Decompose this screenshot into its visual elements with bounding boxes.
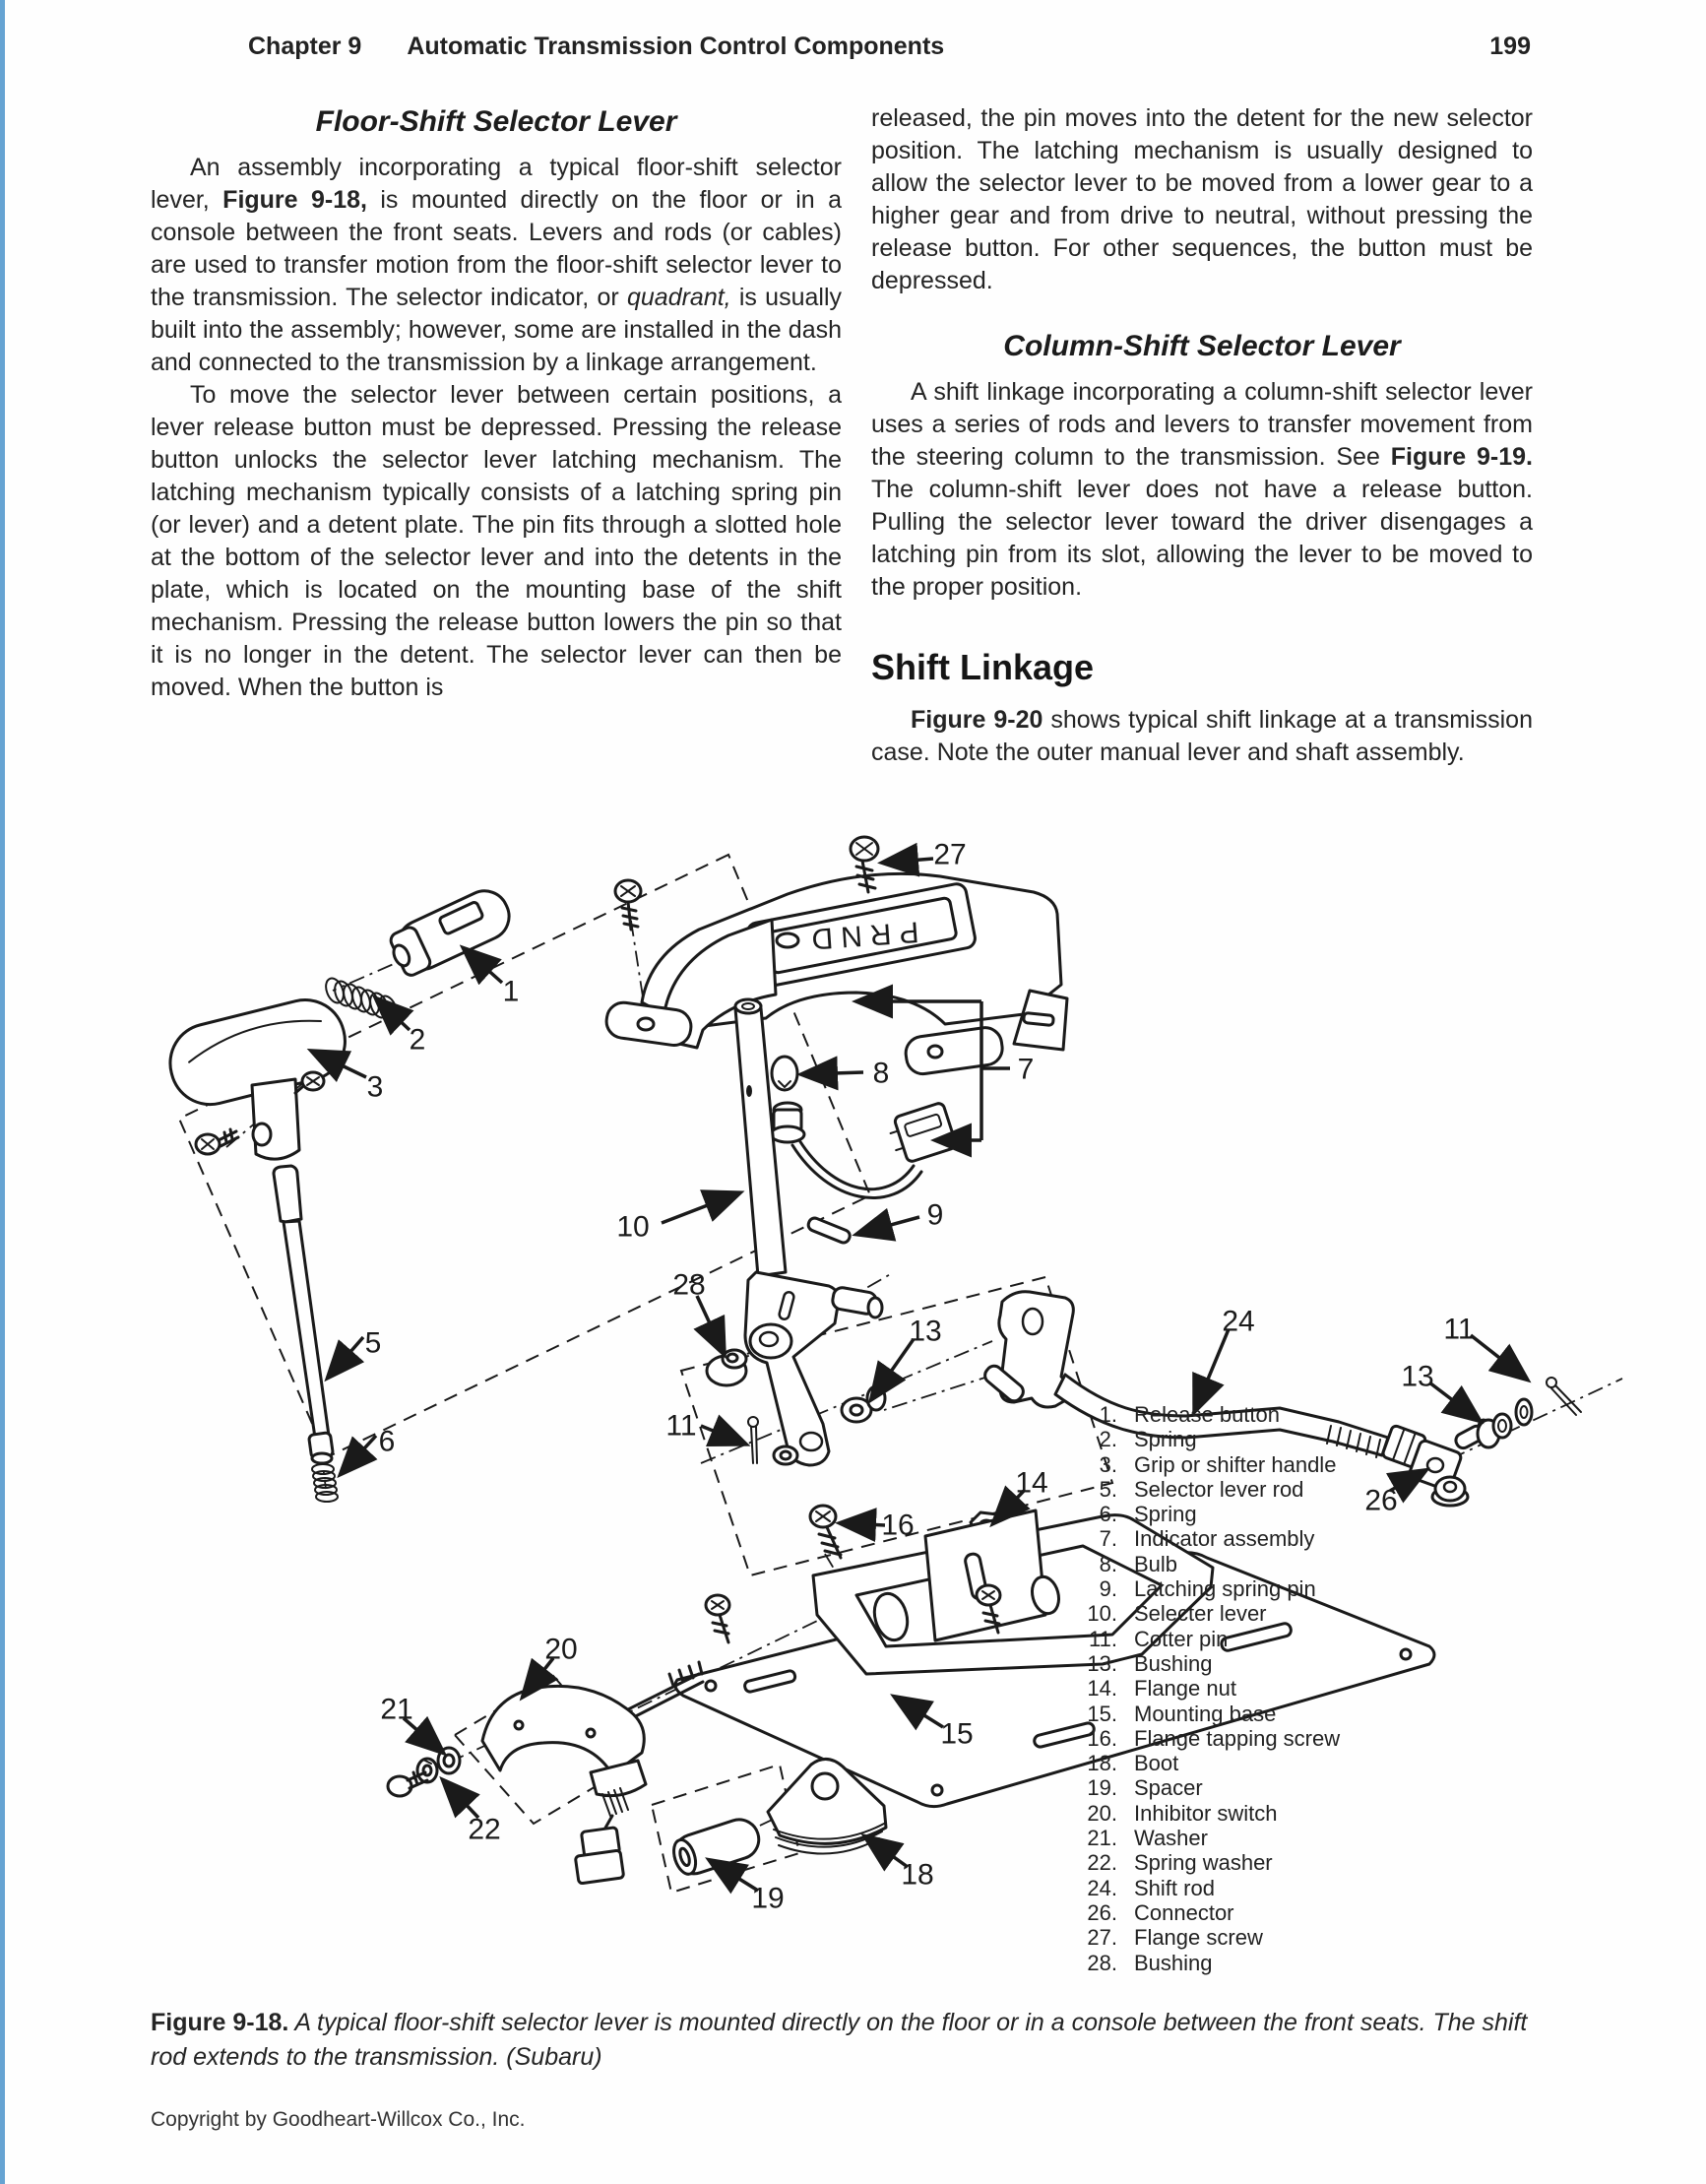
callout-11-right: 11 [1443,1314,1474,1346]
callout-arrows [306,842,1532,1895]
legend-item: 26.Connector [1087,1899,1234,1925]
grip-handle [168,997,347,1161]
callout-28: 28 [672,1269,705,1302]
callout-19: 19 [751,1883,784,1915]
latching-spring-pin [806,1216,852,1245]
callout-9: 9 [927,1199,944,1232]
cover-screw-icon [613,878,643,931]
legend-item: 24.Shift rod [1087,1875,1215,1900]
callout-10: 10 [616,1211,649,1244]
legend-item: 13.Bushing [1087,1650,1213,1676]
legend-item: 8.Bulb [1099,1551,1178,1576]
section-heading-column-shift: Column-Shift Selector Lever [1003,330,1401,362]
figure-caption: Figure 9-18. A typical floor-shift selec… [151,2009,1528,2071]
switch-bolt-icon [386,1770,429,1798]
selector-lever [733,997,841,1467]
legend-item: 9.Latching spring pin [1099,1576,1316,1602]
callout-numbers: 27 1 2 3 8 7 10 9 28 5 6 13 24 11 11 13 … [365,839,1475,1915]
legend-item: 1.Release button [1099,1402,1280,1427]
legend-item: 5.Selector lever rod [1099,1476,1304,1502]
lever-pivot-stub [831,1286,887,1424]
tapping-screw-16 [808,1504,843,1560]
callout-5: 5 [365,1327,382,1360]
bulb [770,1055,799,1092]
legend-item: 6.Spring [1099,1502,1197,1527]
release-button [389,889,511,977]
section-heading-shift-linkage: Shift Linkage [871,647,1095,687]
callout-21: 21 [380,1694,412,1726]
running-header: Chapter 9 Automatic Transmission Control … [248,32,944,61]
mounting-base [673,1509,1436,1809]
callout-8: 8 [873,1058,890,1090]
legend-item: 21.Washer [1087,1826,1208,1851]
figure-9-18-diagram: PRND [168,835,1623,1915]
handle-screw2-icon [194,1127,240,1156]
base-screw2-icon [975,1583,1002,1635]
paragraph: To move the selector lever between certa… [151,381,842,701]
section-heading-floor-shift: Floor-Shift Selector Lever [315,105,677,138]
callout-26: 26 [1364,1485,1397,1517]
indicator-cover: PRND [604,871,1069,1076]
callout-14: 14 [1015,1467,1047,1500]
inhibitor-switch [480,1684,648,1886]
legend-item: 3.Grip or shifter handle [1099,1451,1337,1477]
callout-20: 20 [544,1634,577,1666]
callout-16: 16 [881,1510,914,1542]
callout-2: 2 [410,1024,426,1057]
legend-item: 7.Indicator assembly [1099,1526,1315,1552]
paragraph: An assembly incorporating a typical floo… [151,154,843,376]
legend-item: 18.Boot [1087,1751,1179,1776]
callout-1: 1 [503,976,520,1008]
callout-13-left: 13 [909,1316,941,1348]
paragraph: released, the pin moves into the detent … [871,104,1533,294]
page-number: 199 [1489,32,1531,60]
spring-washer-22 [415,1757,439,1784]
boot [766,1758,888,1855]
legend-item: 2.Spring [1099,1427,1197,1452]
callout-15: 15 [940,1718,973,1751]
cotter-pin-right [1546,1377,1582,1416]
washer-small [772,1445,799,1466]
selector-lever-rod [272,1164,335,1465]
legend-item: 15.Mounting base [1087,1701,1277,1726]
callout-13-right: 13 [1401,1361,1433,1393]
paragraph: Figure 9-20 shows typical shift linkage … [871,706,1533,766]
callout-6: 6 [379,1426,396,1458]
chapter-label: Chapter 9 [248,32,362,60]
callout-11-left: 11 [665,1410,696,1443]
base-screw-icon [704,1593,731,1644]
callout-3: 3 [367,1071,384,1104]
callout-22: 22 [468,1814,500,1846]
bushing-28 [705,1348,748,1387]
copyright-line: Copyright by Goodheart-Willcox Co., Inc. [151,2108,526,2131]
legend-item: 10.Selecter lever [1087,1601,1267,1627]
callout-7: 7 [1018,1054,1035,1086]
page-gutter-stripe [0,0,5,2184]
legend-item: 20.Inhibitor switch [1087,1800,1278,1826]
callout-24: 24 [1222,1306,1254,1338]
legend-item: 11.Cotter pin [1089,1626,1229,1651]
right-column: released, the pin moves into the detent … [871,102,1533,769]
legend-item: 14.Flange nut [1087,1676,1236,1702]
left-column: Floor-Shift Selector Lever An assembly i… [151,102,842,704]
legend-item: 27.Flange screw [1087,1925,1263,1951]
parts-legend: 1.Release button 2.Spring 3.Grip or shif… [1076,1402,1340,1975]
legend-item: 16.Flange tapping screw [1087,1725,1341,1751]
paragraph: A shift linkage incorporating a column-s… [871,378,1533,601]
callout-27: 27 [933,839,966,871]
callout-18: 18 [901,1859,933,1892]
spring-6 [311,1463,339,1503]
quadrant-letters: PRND [802,915,919,955]
legend-item: 28.Bushing [1087,1950,1213,1975]
bulb-socket-wires [769,1101,958,1199]
legend-item: 19.Spacer [1087,1775,1203,1801]
legend-item: 22.Spring washer [1087,1850,1273,1876]
chapter-title: Automatic Transmission Control Component… [407,32,945,60]
cotter-pin-left [747,1416,759,1464]
